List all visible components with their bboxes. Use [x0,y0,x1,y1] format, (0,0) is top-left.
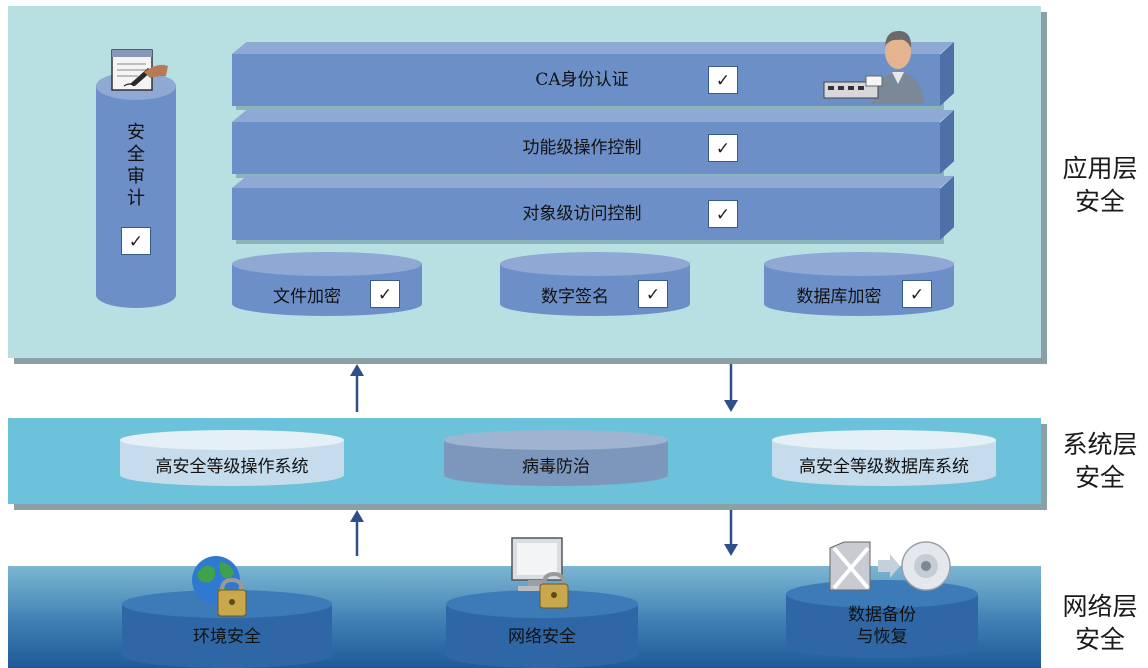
antivirus-cylinder: 病毒防治 [444,430,668,486]
function-level-control-label: 功能级操作控制 [522,138,642,158]
secure-os-label: 高安全等级操作系统 [155,457,309,477]
digital-signature-label: 数字签名 [541,287,609,307]
user-with-card-reader-icon [823,30,924,104]
down-arrow-icon [724,510,738,556]
database-encryption-checkbox: ✓ [902,280,932,308]
database-encryption-label: 数据库加密 [796,287,882,307]
environment-security-label: 环境安全 [193,627,261,647]
globe-lock-icon [192,556,247,617]
object-level-access-bar: 对象级访问控制 ✓ [232,176,954,240]
function-level-control-bar: 功能级操作控制 ✓ [232,110,954,174]
down-arrow-icon [724,364,738,412]
secure-database-system-label: 高安全等级数据库系统 [799,457,969,477]
file-encryption-checkbox: ✓ [370,280,400,308]
ca-authentication-label: CA身份认证 [535,70,629,90]
backup-recovery-cylinder: 数据备份 与恢复 [786,580,978,668]
network-security-cylinder: 网络安全 [446,590,638,668]
database-encryption-cylinder: 数据库加密 ✓ [764,252,954,316]
file-encryption-cylinder: 文件加密 ✓ [232,252,422,316]
folder-to-disc-backup-icon [829,541,951,591]
digital-signature-checkbox: ✓ [638,280,668,308]
antivirus-label: 病毒防治 [522,457,590,477]
network-security-label: 网络安全 [508,627,576,647]
object-level-access-checkbox: ✓ [708,200,738,228]
digital-signature-cylinder: 数字签名 ✓ [500,252,690,316]
secure-database-system-cylinder: 高安全等级数据库系统 [772,430,996,486]
security-audit-cylinder: 安 全 审 计 ✓ [96,72,176,308]
network-layer-label: 网络层 安全 [1062,592,1138,654]
security-audit-label: 安 全 审 计 [127,122,145,209]
secure-os-cylinder: 高安全等级操作系统 [120,430,344,486]
signing-document-icon [111,49,168,91]
ca-authentication-bar: CA身份认证 ✓ [232,42,954,106]
up-arrow-icon [350,510,364,556]
backup-recovery-label: 数据备份 与恢复 [848,605,916,647]
file-encryption-label: 文件加密 [273,287,341,307]
system-layer-label: 系统层 安全 [1062,430,1138,492]
ca-authentication-checkbox: ✓ [708,66,738,94]
function-level-control-checkbox: ✓ [708,134,738,162]
audit-checkbox: ✓ [121,227,151,255]
monitor-lock-icon [511,537,569,609]
application-layer-label: 应用层 安全 [1062,154,1138,216]
object-level-access-label: 对象级访问控制 [522,204,642,224]
up-arrow-icon [350,364,364,412]
